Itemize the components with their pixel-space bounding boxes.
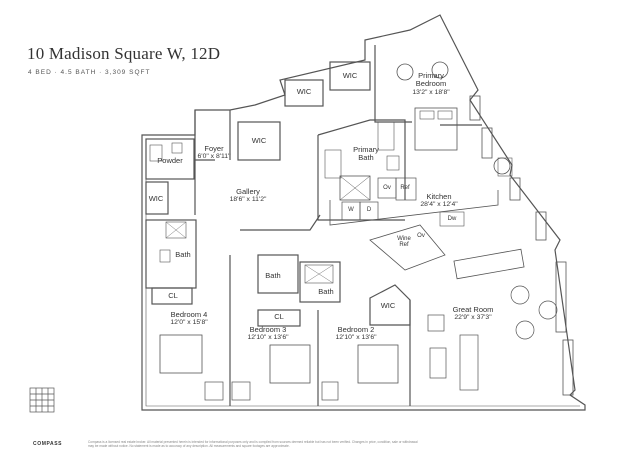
wine-ref-label: Wine Ref [397,236,411,248]
bedroom4-label: Bedroom 4 12'0" x 15'8" [170,310,208,327]
wic-foyer-wall [237,121,281,161]
cl-mid-wall [257,309,301,327]
great-room-label: Great Room 22'9" x 37'3" [452,305,494,322]
primary-bath-label: Primary Bath [353,145,379,163]
window [481,127,493,159]
bedroom3-label: Bedroom 3 12'10" x 13'6" [247,325,289,342]
bath-mid-wall [257,254,299,294]
bath-left-label: Bath [175,250,191,259]
gallery-wall [194,175,321,231]
gallery-label: Gallery 18'6" x 11'2" [229,187,267,204]
window [562,339,574,396]
listing-title: 10 Madison Square W, 12D [27,44,221,63]
kitchen-island [369,224,446,271]
refrigerator-label: Ref [400,185,410,191]
dryer-label: D [366,207,372,213]
primary-bed [414,107,458,151]
window [535,211,547,241]
window [469,95,481,121]
wic-foyer-label: WIC [251,136,267,145]
foyer-wall [194,110,231,175]
oven-label: Ov [383,185,391,191]
wic-left-label: WIC [148,194,164,203]
cl-mid-label: CL [274,312,284,321]
bath-mid-label: Bath [265,271,281,280]
cl-left-label: CL [168,291,178,300]
foyer-label: Foyer 6'0" x 8'11" [197,144,231,161]
wic-top-right-label: WIC [342,71,358,80]
listing-subtitle: 4 BED · 4.5 BATH · 3,309 SQFT [28,69,151,76]
bath-mid2-label: Bath [318,287,334,296]
bed-4 [159,334,203,374]
disclaimer-text: Compass is a licensed real estate broker… [88,440,418,449]
powder-label: Powder [157,156,183,165]
oven2-label: Ov [417,233,425,239]
outer-wall-inner [145,139,580,407]
wic-left-wall [145,181,169,215]
window [509,177,521,201]
dining-table [453,248,525,280]
powder-wall [145,138,195,180]
bed-3 [269,344,311,384]
wic-bed2-label: WIC [380,301,396,310]
wic-top-left-wall [284,79,324,107]
sofa [459,334,479,391]
outer-wall [141,14,586,411]
wic-top-right-wall [329,61,371,91]
bath-mid2-wall [299,261,341,303]
kitchen-counter [329,190,499,226]
dishwasher-label: Dw [447,216,457,222]
bedroom2-label: Bedroom 2 12'10" x 13'6" [335,325,377,342]
stair-grid [29,387,55,413]
window [555,261,567,333]
washer-label: W [348,207,354,213]
kitchen-label: Kitchen 28'4" x 12'4" [420,192,458,209]
primary-bedroom-wall [374,45,482,126]
primary-bedroom-label: Primary Bedroom 13'2" x 18'8" [412,71,450,96]
cl-left-wall [151,287,193,305]
wic-top-left-label: WIC [296,87,312,96]
bed-2 [357,344,399,384]
compass-logo: COMPASS [33,441,63,447]
